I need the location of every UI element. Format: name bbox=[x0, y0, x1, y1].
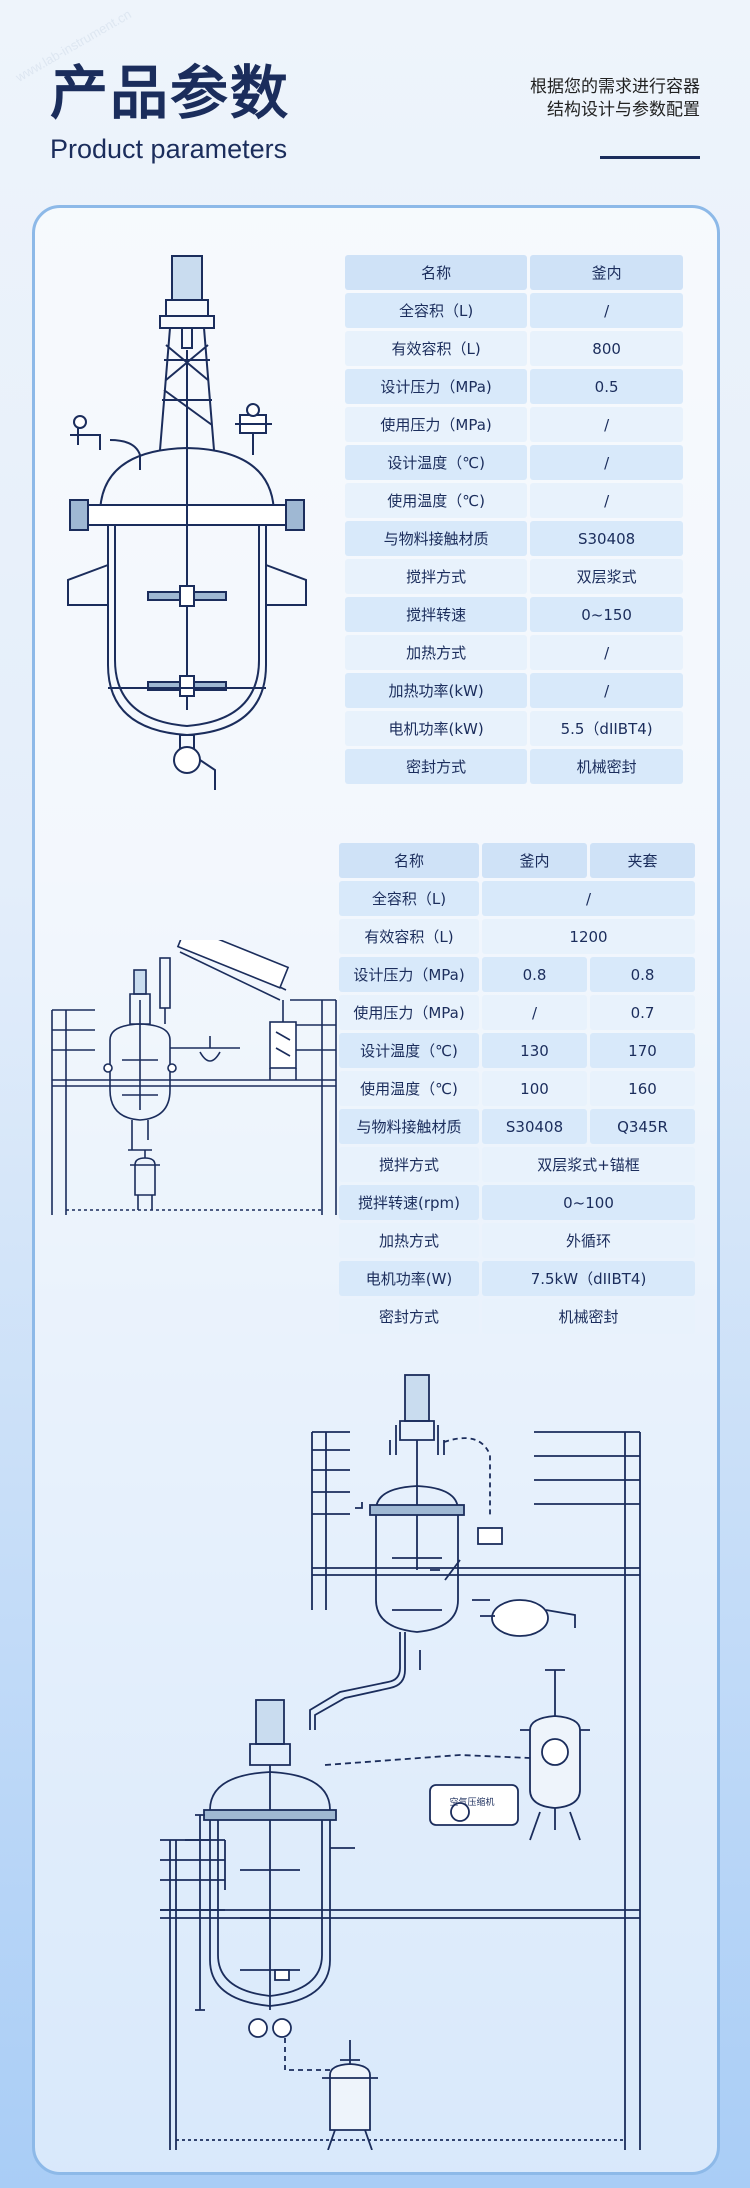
tagline-line-1: 根据您的需求进行容器 bbox=[530, 77, 700, 97]
param-name: 设计温度（℃) bbox=[345, 445, 528, 480]
param-name: 全容积（L) bbox=[339, 881, 479, 916]
param-value: 5.5（dIIBT4) bbox=[530, 711, 683, 746]
header-divider bbox=[600, 156, 700, 159]
param-name: 密封方式 bbox=[345, 749, 528, 784]
param-value: 0.8 bbox=[482, 957, 587, 992]
table-row: 加热方式/ bbox=[345, 635, 683, 670]
param-name: 搅拌方式 bbox=[345, 559, 528, 594]
param-value: 1200 bbox=[482, 919, 695, 954]
param-name: 搅拌转速 bbox=[345, 597, 528, 632]
table-row: 加热功率(kW)/ bbox=[345, 673, 683, 708]
param-name: 设计温度（℃) bbox=[339, 1033, 479, 1068]
table-row: 有效容积（L)800 bbox=[345, 331, 683, 366]
header-cell: 名称 bbox=[339, 843, 479, 878]
param-name: 有效容积（L) bbox=[345, 331, 528, 366]
tagline: 根据您的需求进行容器 结构设计与参数配置 bbox=[400, 76, 700, 122]
param-name: 使用温度（℃) bbox=[345, 483, 528, 518]
page-subtitle: Product parameters bbox=[50, 134, 288, 164]
param-name: 电机功率(W) bbox=[339, 1261, 479, 1296]
reactor-diagram-1 bbox=[67, 255, 307, 790]
param-value: 800 bbox=[530, 331, 683, 366]
param-value: Q345R bbox=[590, 1109, 695, 1144]
param-name: 搅拌方式 bbox=[339, 1147, 479, 1182]
param-value: / bbox=[530, 445, 683, 480]
param-value: 0.5 bbox=[530, 369, 683, 404]
param-value: 0.7 bbox=[590, 995, 695, 1030]
param-name: 设计压力（MPa) bbox=[345, 369, 528, 404]
param-value: 机械密封 bbox=[530, 749, 683, 784]
param-value: 100 bbox=[482, 1071, 587, 1106]
parameter-table-2: 名称 釜内 夹套 全容积（L)/ 有效容积（L)1200 设计压力（MPa)0.… bbox=[336, 840, 698, 1337]
table-row: 电机功率(kW)5.5（dIIBT4) bbox=[345, 711, 683, 746]
param-name: 使用压力（MPa) bbox=[339, 995, 479, 1030]
param-name: 有效容积（L) bbox=[339, 919, 479, 954]
param-value: 7.5kW（dIIBT4) bbox=[482, 1261, 695, 1296]
process-system-diagram: 空气压缩机 bbox=[160, 1374, 641, 2150]
param-value: / bbox=[530, 635, 683, 670]
param-name: 与物料接触材质 bbox=[339, 1109, 479, 1144]
param-name: 设计压力（MPa) bbox=[339, 957, 479, 992]
page-header: 产品参数 Product parameters 根据您的需求进行容器 结构设计与… bbox=[0, 0, 750, 205]
param-name: 加热方式 bbox=[339, 1223, 479, 1258]
table-row: 密封方式机械密封 bbox=[339, 1299, 695, 1334]
param-value: 机械密封 bbox=[482, 1299, 695, 1334]
table-row: 全容积（L)/ bbox=[339, 881, 695, 916]
table-row: 加热方式外循环 bbox=[339, 1223, 695, 1258]
param-value: / bbox=[530, 483, 683, 518]
table-row: 搅拌转速(rpm)0~100 bbox=[339, 1185, 695, 1220]
param-name: 全容积（L) bbox=[345, 293, 528, 328]
reactor-diagram-2 bbox=[51, 940, 337, 1215]
param-value: / bbox=[482, 881, 695, 916]
param-value: 0~100 bbox=[482, 1185, 695, 1220]
param-value: S30408 bbox=[482, 1109, 587, 1144]
param-value: 双层浆式 bbox=[530, 559, 683, 594]
param-value: 160 bbox=[590, 1071, 695, 1106]
param-name: 搅拌转速(rpm) bbox=[339, 1185, 479, 1220]
table-row: 搅拌方式双层浆式 bbox=[345, 559, 683, 594]
tagline-line-2: 结构设计与参数配置 bbox=[547, 100, 700, 120]
table-row: 搅拌方式双层浆式+锚框 bbox=[339, 1147, 695, 1182]
header-cell: 名称 bbox=[345, 255, 528, 290]
param-name: 电机功率(kW) bbox=[345, 711, 528, 746]
param-value: / bbox=[530, 673, 683, 708]
param-value: 130 bbox=[482, 1033, 587, 1068]
table-row: 有效容积（L)1200 bbox=[339, 919, 695, 954]
header-cell: 夹套 bbox=[590, 843, 695, 878]
header-cell: 釜内 bbox=[482, 843, 587, 878]
param-name: 与物料接触材质 bbox=[345, 521, 528, 556]
param-value: 0.8 bbox=[590, 957, 695, 992]
table-row: 密封方式机械密封 bbox=[345, 749, 683, 784]
param-value: 外循环 bbox=[482, 1223, 695, 1258]
param-value: S30408 bbox=[530, 521, 683, 556]
param-name: 使用压力（MPa) bbox=[345, 407, 528, 442]
parameter-table-1: 名称 釜内 全容积（L)/ 有效容积（L)800 设计压力（MPa)0.5 使用… bbox=[342, 252, 686, 787]
compressor-label: 空气压缩机 bbox=[449, 1796, 494, 1808]
header-cell: 釜内 bbox=[530, 255, 683, 290]
table-row: 设计温度（℃)/ bbox=[345, 445, 683, 480]
table-row: 设计压力（MPa)0.5 bbox=[345, 369, 683, 404]
param-name: 加热功率(kW) bbox=[345, 673, 528, 708]
param-value: 双层浆式+锚框 bbox=[482, 1147, 695, 1182]
table-row: 电机功率(W)7.5kW（dIIBT4) bbox=[339, 1261, 695, 1296]
param-name: 使用温度（℃) bbox=[339, 1071, 479, 1106]
param-value: / bbox=[530, 407, 683, 442]
table-row: 全容积（L)/ bbox=[345, 293, 683, 328]
param-name: 加热方式 bbox=[345, 635, 528, 670]
param-value: 0~150 bbox=[530, 597, 683, 632]
param-value: 170 bbox=[590, 1033, 695, 1068]
page-title: 产品参数 bbox=[50, 59, 291, 127]
param-value: / bbox=[530, 293, 683, 328]
param-value: / bbox=[482, 995, 587, 1030]
param-name: 密封方式 bbox=[339, 1299, 479, 1334]
table-row: 使用压力（MPa)/ bbox=[345, 407, 683, 442]
table-row: 使用压力（MPa)/0.7 bbox=[339, 995, 695, 1030]
table-row: 使用温度（℃)/ bbox=[345, 483, 683, 518]
